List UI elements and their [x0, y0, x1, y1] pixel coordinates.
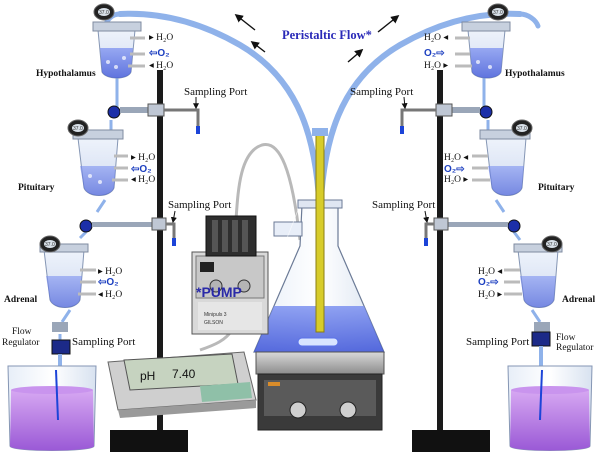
- pump-label: *PUMP: [196, 284, 242, 300]
- right-vessel-adrenal: 37.0: [504, 235, 563, 308]
- right-sampling-port-1: Sampling Port: [350, 86, 413, 98]
- left-stand: [110, 70, 188, 452]
- svg-text:37.0: 37.0: [73, 126, 83, 132]
- svg-text:▸ H₂O: ▸ H₂O: [149, 33, 173, 43]
- right-beaker: [507, 365, 593, 451]
- svg-text:GILSON: GILSON: [204, 320, 223, 326]
- left-valve-2: [79, 217, 176, 246]
- ph-label: pH: [140, 369, 155, 383]
- svg-text:37.0: 37.0: [99, 10, 109, 16]
- left-organ-label-3: Adrenal: [4, 295, 37, 305]
- svg-text:H₂O ◂: H₂O ◂: [478, 267, 502, 277]
- svg-text:Flow: Flow: [12, 327, 32, 337]
- svg-text:37.0: 37.0: [493, 10, 503, 16]
- ph-meter: [107, 351, 257, 418]
- left-sampling-port-2: Sampling Port: [168, 199, 231, 211]
- right-valve-2: [424, 217, 521, 246]
- right-organ-label-3: Adrenal: [562, 295, 595, 305]
- svg-text:⇦O₂: ⇦O₂: [148, 48, 170, 59]
- svg-text:Regulator: Regulator: [2, 338, 40, 348]
- left-valve-1: [107, 103, 200, 134]
- left-connecting-tubes: [58, 78, 119, 345]
- svg-text:H₂O ◂: H₂O ◂: [444, 153, 468, 163]
- left-beaker: [7, 365, 97, 451]
- left-vessel-pituitary: 37.0: [67, 119, 128, 196]
- flow-arrows: [234, 13, 400, 63]
- right-organ-label-1: Hypothalamus: [505, 69, 565, 79]
- svg-text:H₂O ▸: H₂O ▸: [424, 61, 448, 71]
- svg-text:H₂O ▸: H₂O ▸: [478, 290, 502, 300]
- right-sampling-port-3: Sampling Port: [466, 336, 529, 348]
- svg-text:H₂O ▸: H₂O ▸: [444, 175, 468, 185]
- left-flow-regulator: [51, 322, 71, 376]
- left-sampling-port-1: Sampling Port: [184, 86, 247, 98]
- svg-text:37.0: 37.0: [517, 126, 527, 132]
- svg-text:◂ H₂O: ◂ H₂O: [98, 290, 122, 300]
- right-stand: [412, 70, 490, 452]
- svg-text:◂ H₂O: ◂ H₂O: [131, 175, 155, 185]
- ph-value: 7.40: [172, 367, 196, 381]
- peristaltic-flow-label: Peristaltic Flow*: [282, 28, 372, 42]
- svg-text:O₂⇨: O₂⇨: [444, 164, 465, 175]
- svg-text:O₂⇨: O₂⇨: [424, 48, 445, 59]
- right-vessel-pituitary: 37.0: [472, 119, 533, 196]
- left-organ-label-2: Pituitary: [18, 183, 55, 193]
- svg-text:◂ H₂O: ◂ H₂O: [149, 61, 173, 71]
- left-vessel-hypothalamus: 37.0: [92, 3, 145, 79]
- stir-plate: [255, 351, 385, 431]
- right-vessel-hypothalamus: 37.0: [455, 3, 511, 79]
- svg-text:⇦O₂: ⇦O₂: [130, 164, 152, 175]
- left-sampling-port-3: Sampling Port: [72, 336, 135, 348]
- right-valve-1: [400, 103, 493, 134]
- svg-text:▸ H₂O: ▸ H₂O: [98, 267, 122, 277]
- svg-text:37.0: 37.0: [45, 242, 55, 248]
- right-sampling-port-2: Sampling Port: [372, 199, 435, 211]
- svg-text:H₂O ◂: H₂O ◂: [424, 33, 448, 43]
- svg-text:37.0: 37.0: [547, 242, 557, 248]
- yellow-probe: [312, 128, 328, 333]
- svg-text:O₂⇨: O₂⇨: [478, 277, 499, 288]
- svg-text:Minipuls 3: Minipuls 3: [204, 312, 227, 318]
- left-vessel-adrenal: 37.0: [39, 235, 96, 308]
- svg-text:▸ H₂O: ▸ H₂O: [131, 153, 155, 163]
- svg-text:Flow: Flow: [556, 333, 576, 343]
- peristaltic-pump: GILSON Minipuls 3: [191, 215, 269, 335]
- svg-text:⇦O₂: ⇦O₂: [97, 277, 119, 288]
- left-organ-label-1: Hypothalamus: [36, 69, 96, 79]
- svg-text:Regulator: Regulator: [556, 343, 594, 353]
- right-organ-label-2: Pituitary: [538, 183, 575, 193]
- right-flow-regulator: [531, 322, 551, 374]
